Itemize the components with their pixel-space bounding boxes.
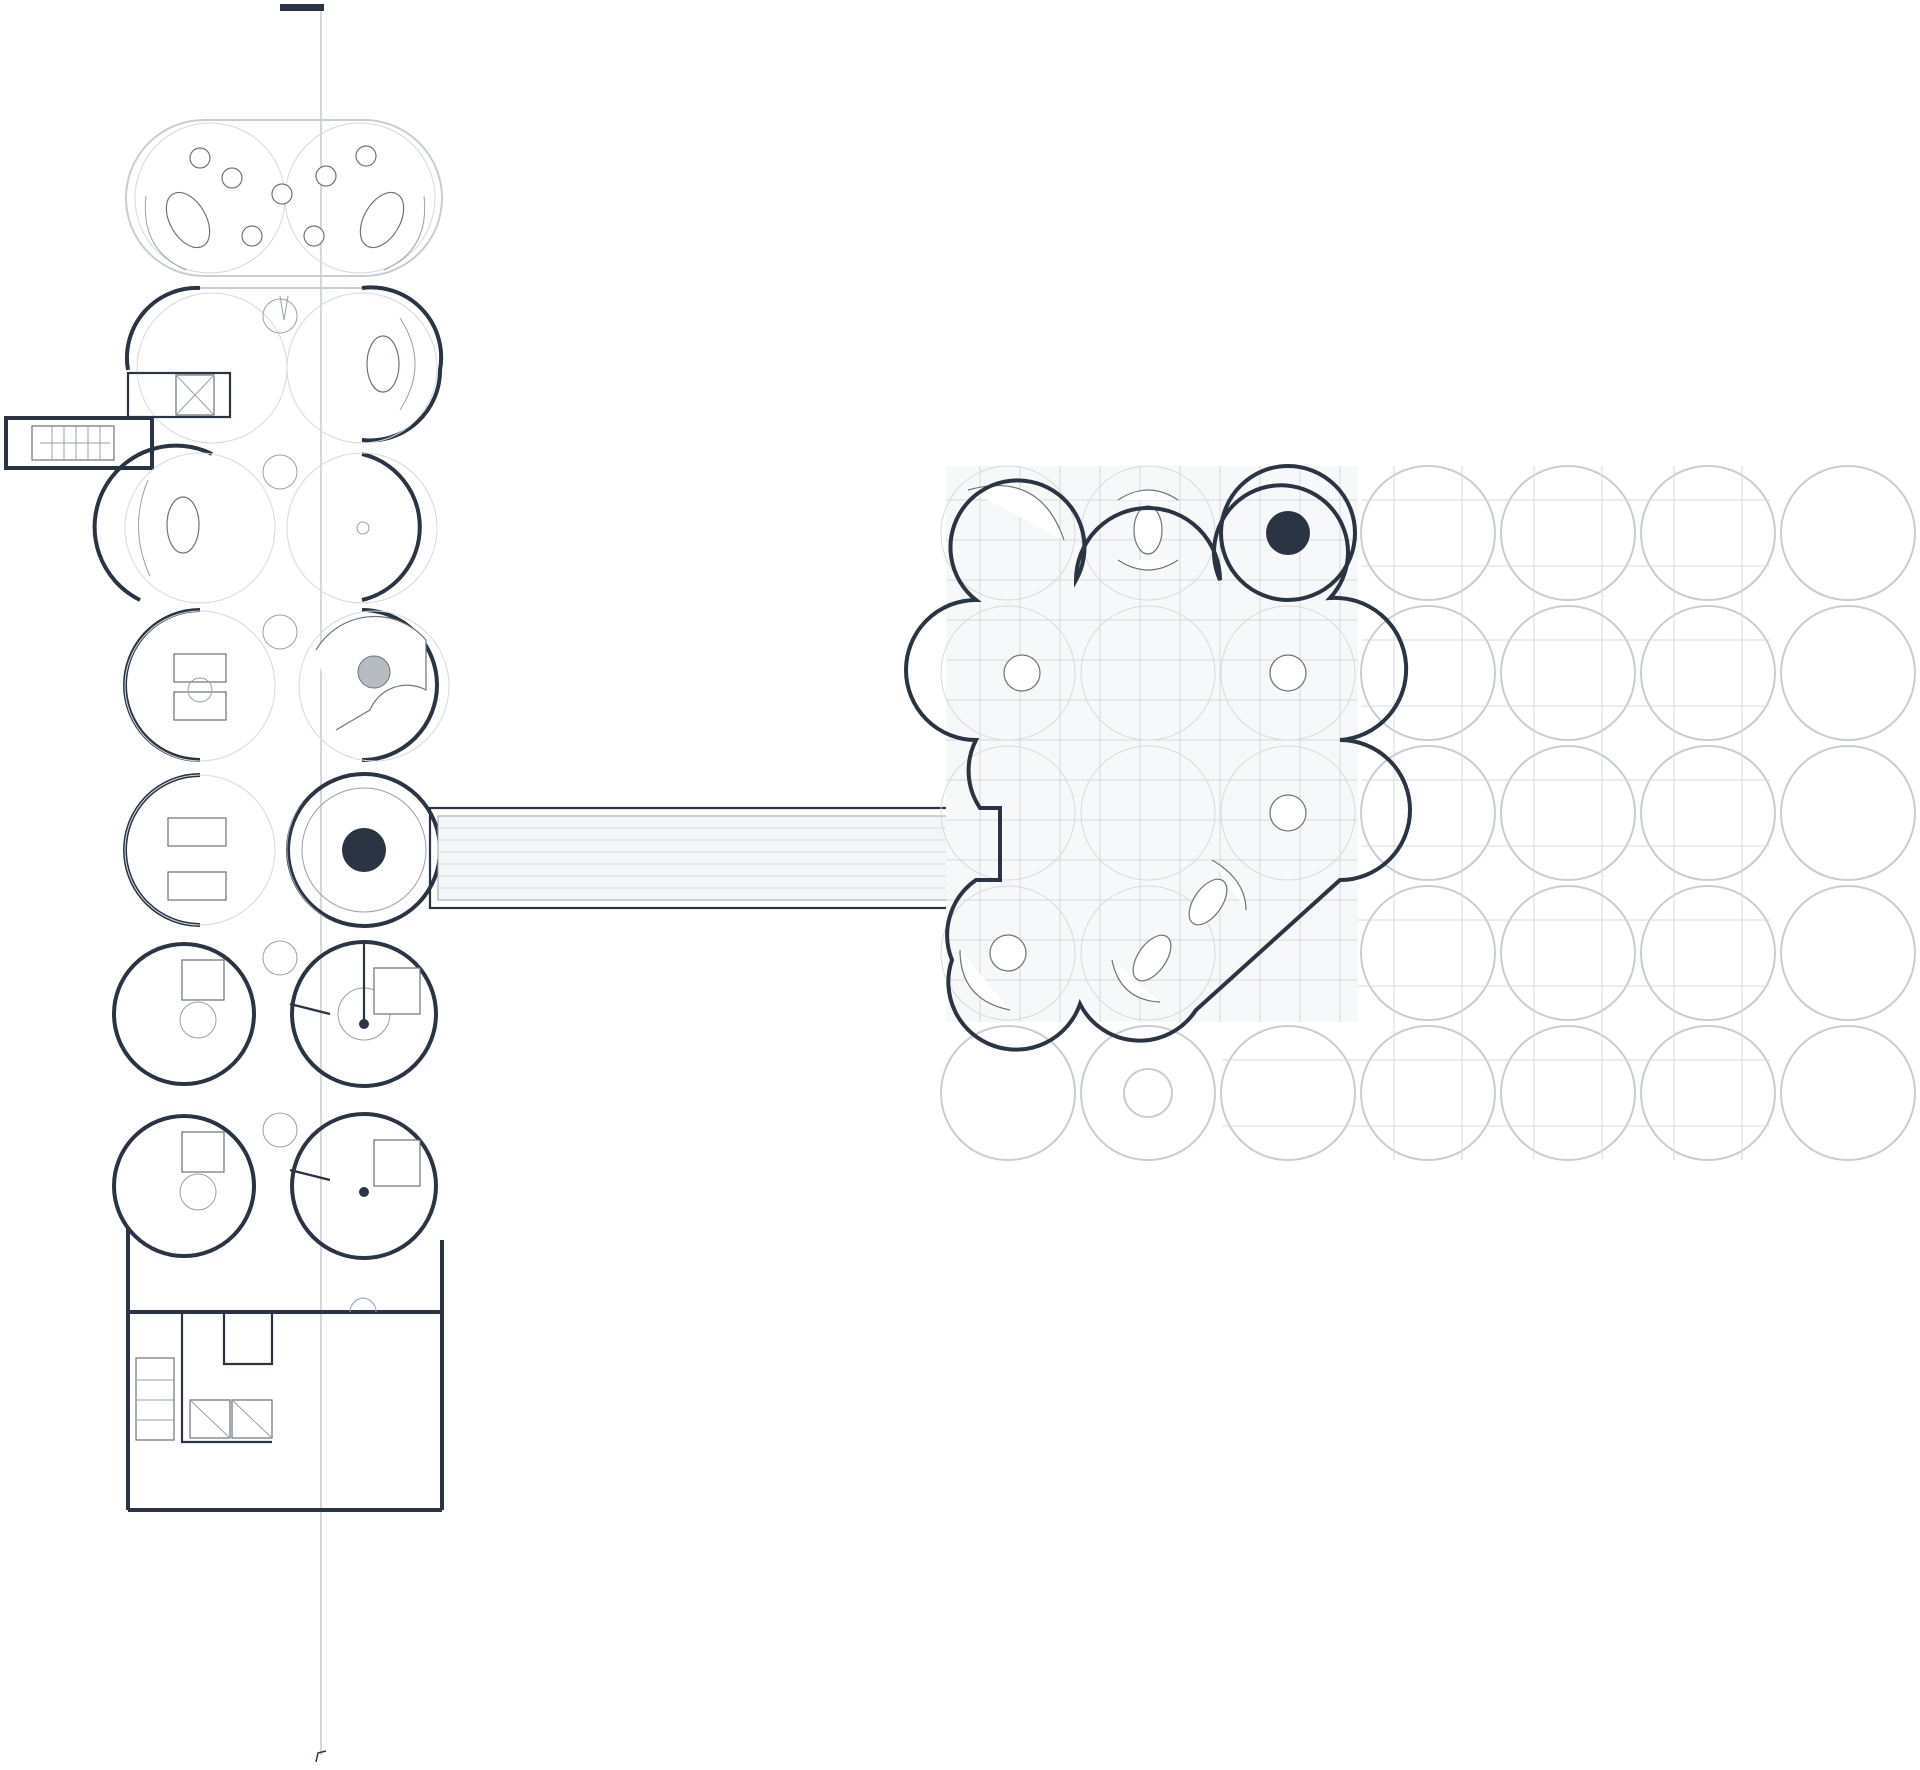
pavilion-outline [904,478,1412,1052]
middle-lounge-level [92,443,438,604]
base-core-block [126,1228,444,1512]
left-tower-plan [4,119,450,1512]
upper-lounge-level [4,285,444,470]
stair-core [342,828,386,872]
rooftop-lounge [125,119,443,277]
guest-suite-lower [112,1112,438,1260]
podium-circle-grid [940,465,1916,1161]
restaurant-level [123,608,450,762]
bridge-lobby-level [123,772,442,928]
skybridge [428,806,1004,910]
section-marker-top [280,4,324,11]
right-pavilion-plan [904,464,1412,1052]
pavilion-core-ring [1219,464,1357,602]
section-marker-bottom [315,1750,327,1763]
pavilion-core [1266,511,1310,555]
guest-suite-upper [112,940,438,1088]
